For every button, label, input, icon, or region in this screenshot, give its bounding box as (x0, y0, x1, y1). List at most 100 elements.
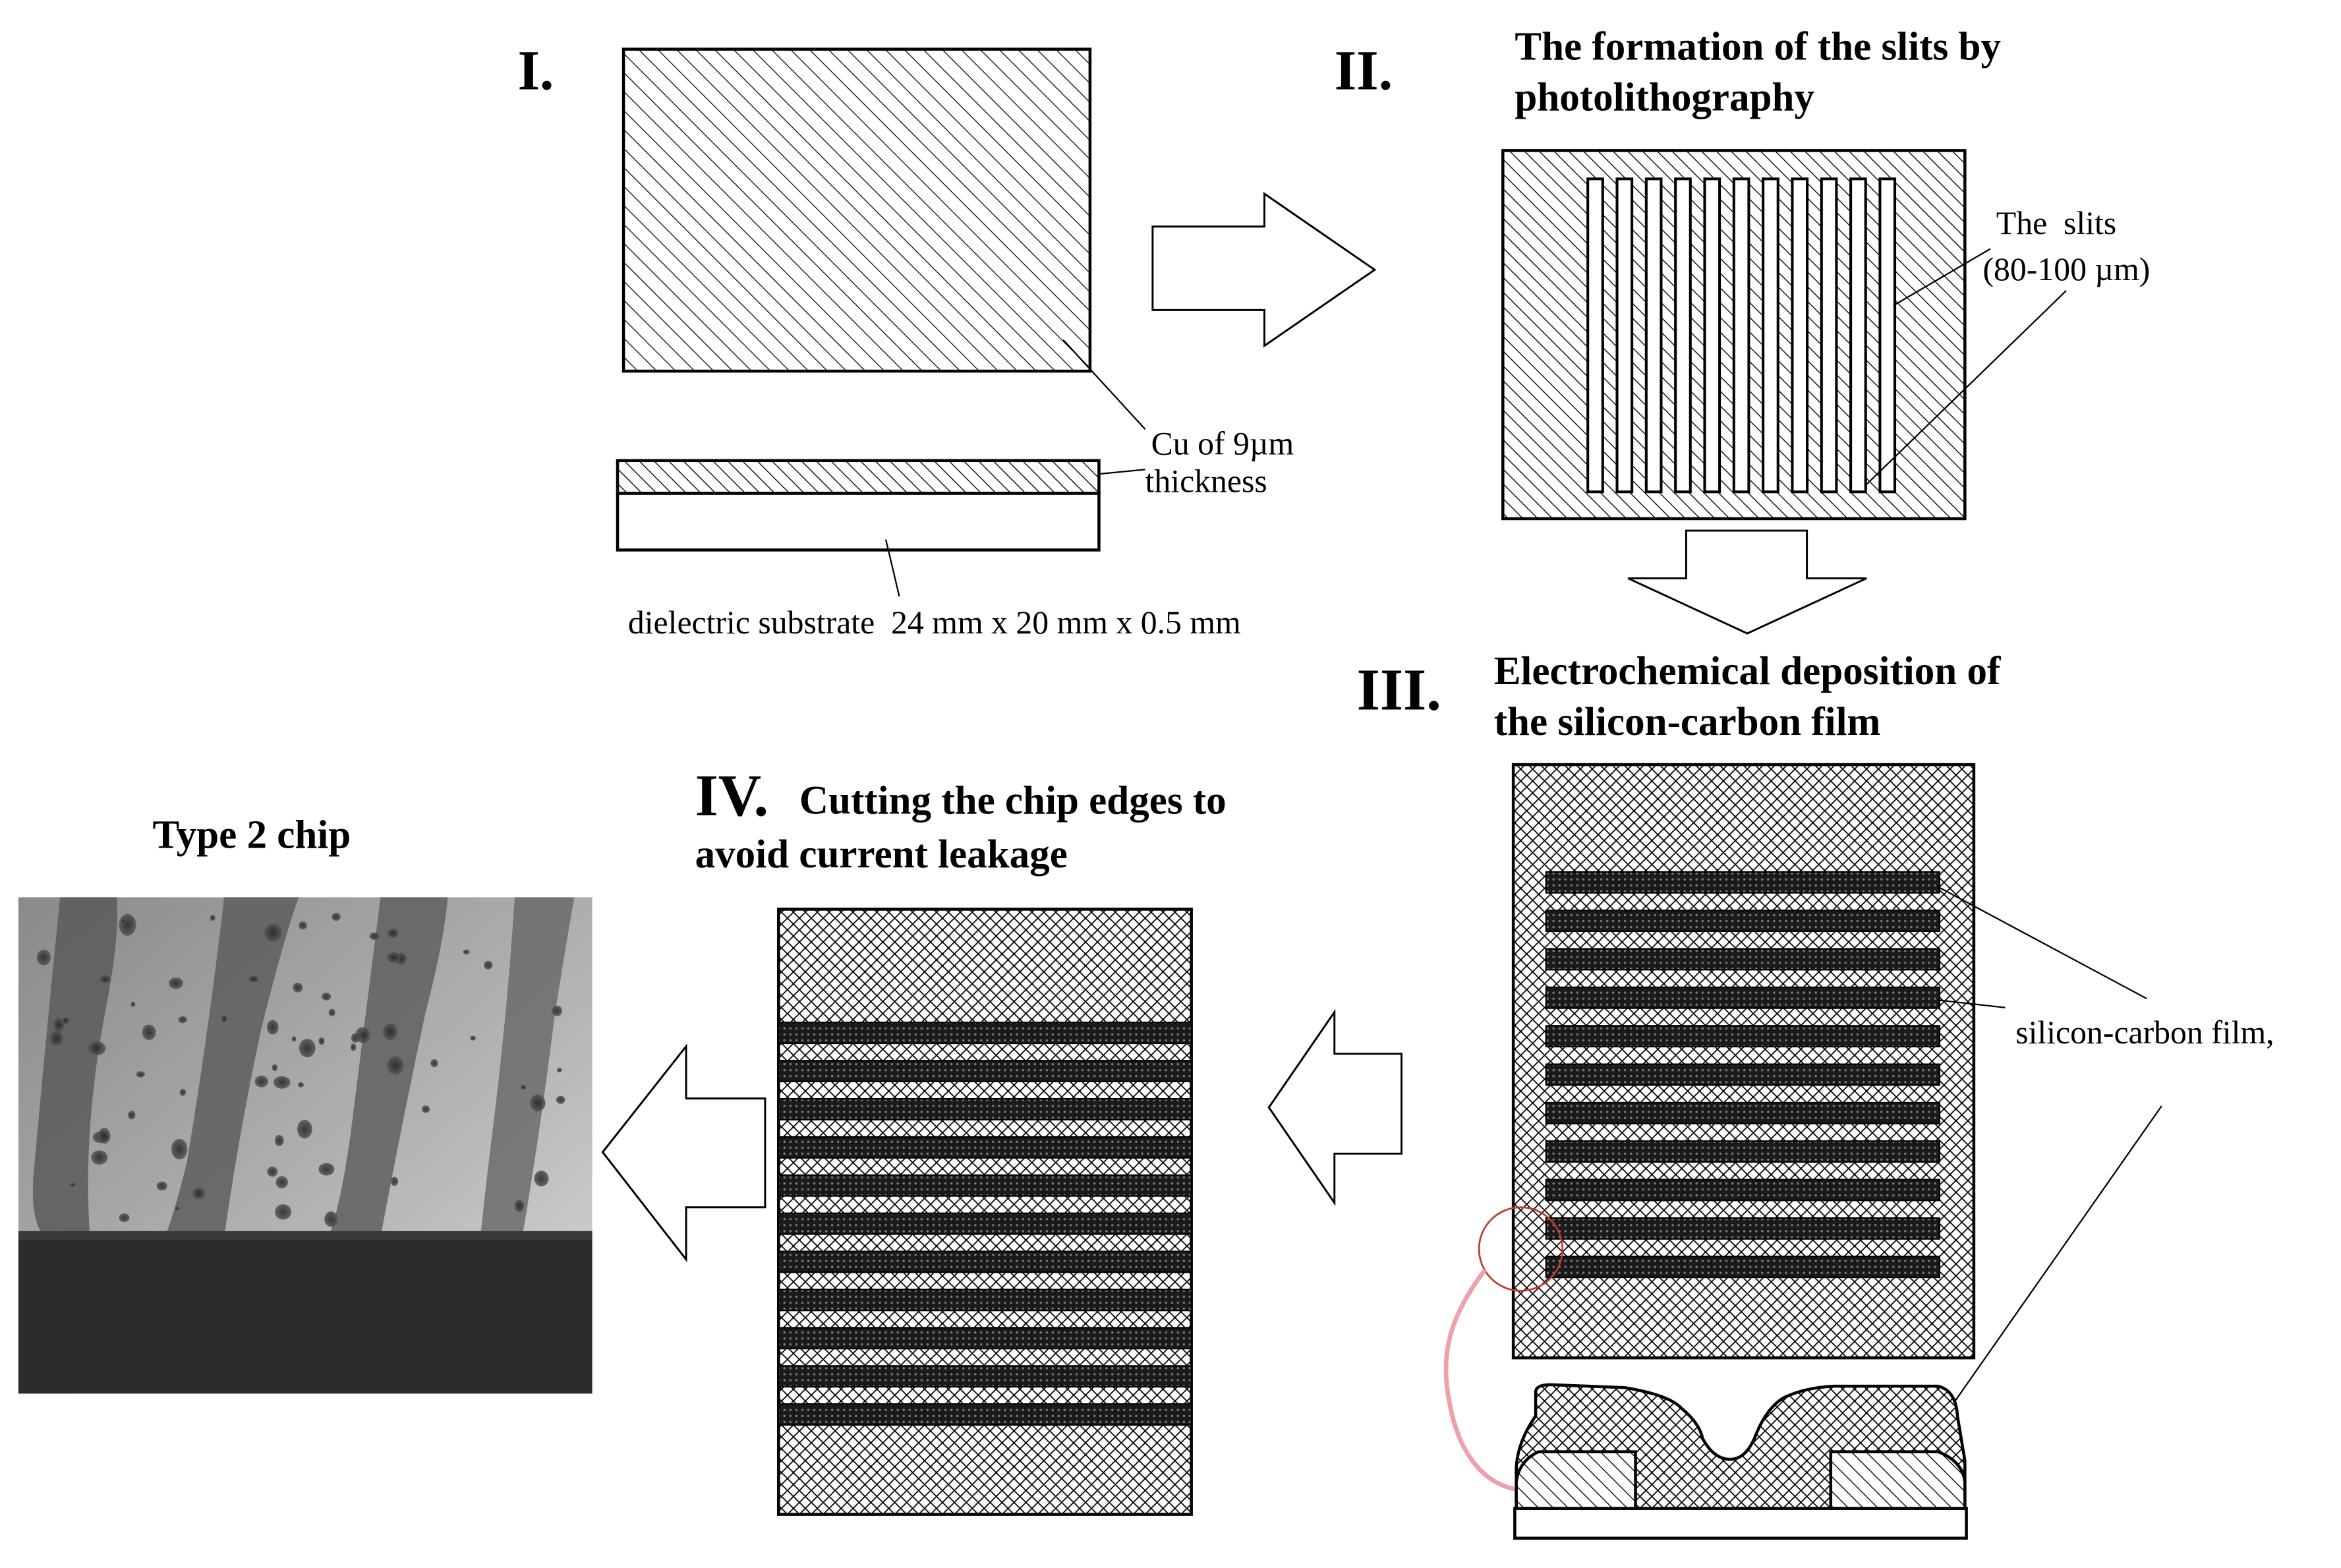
slit (1732, 177, 1750, 494)
micrograph-pit (324, 1211, 338, 1227)
micrograph-pit (552, 1005, 563, 1016)
step-2-group (1501, 149, 2067, 521)
film-band (1545, 1025, 1941, 1048)
film-band (1545, 910, 1941, 933)
film-leader-line-2 (1938, 999, 2006, 1008)
micrograph-pit (128, 1111, 136, 1120)
step-3-title-line2: the silicon-carbon film (1494, 700, 1881, 744)
cross-section-cu-right (1829, 1450, 1967, 1510)
film-band (778, 1174, 1192, 1197)
micrograph-pit (421, 1105, 430, 1113)
step-1-numeral: I. (518, 39, 554, 102)
micrograph-pit (98, 1128, 111, 1144)
micrograph-pit (175, 1206, 180, 1211)
micrograph-pit (520, 1085, 527, 1089)
film-band (1545, 986, 1941, 1009)
film-band (778, 1250, 1192, 1273)
copper-foil-top-view (621, 47, 1092, 373)
micrograph-pit (350, 1043, 357, 1051)
film-band (778, 1365, 1192, 1388)
micrograph-pit (88, 1041, 106, 1056)
result-title: Type 2 chip (152, 813, 351, 857)
film-bands-step3 (1545, 871, 1941, 1279)
micrograph-pit (275, 1176, 289, 1189)
micrograph-pit (70, 1182, 76, 1187)
film-label: silicon-carbon film, (2015, 1014, 2274, 1051)
slits-label-line2: (80-100 µm) (1982, 251, 2150, 287)
micrograph-pit (332, 912, 341, 921)
micrograph-pit (369, 932, 380, 941)
micrograph-pit (156, 1181, 167, 1191)
micrograph-pit (267, 1167, 278, 1177)
micrograph-pit (297, 1119, 312, 1139)
micrograph-pit (130, 1001, 136, 1007)
step-3-numeral: III. (1357, 656, 1441, 722)
slit (1703, 177, 1721, 494)
micrograph-pit (53, 1018, 65, 1032)
film-band (778, 1022, 1192, 1045)
micrograph-pit (221, 1015, 227, 1022)
slit (1878, 177, 1897, 494)
micrograph-pit (210, 915, 216, 921)
micrograph-pit (274, 1076, 291, 1089)
substrate-leader-line (884, 539, 900, 596)
micrograph-pit (275, 1204, 291, 1220)
micrograph-pit (36, 949, 51, 966)
micrograph-pit (100, 975, 111, 983)
micrograph-pit (390, 1176, 399, 1186)
film-band (778, 1060, 1192, 1083)
micrograph-pit (355, 1027, 370, 1043)
cu-label-line1: Cu of 9µm (1151, 426, 1294, 462)
step-1-group (616, 47, 1146, 596)
micrograph-pit (272, 1064, 278, 1072)
micrograph-pit (179, 1088, 187, 1096)
micrograph-pit (463, 949, 470, 954)
slit (1644, 177, 1663, 494)
micrograph-pit (274, 1134, 284, 1147)
micrograph-pit (297, 1082, 304, 1088)
slit (1615, 177, 1634, 494)
film-leader-line-1 (1938, 886, 2147, 1000)
slits-leader-line-1 (1893, 248, 1991, 306)
micrograph-pit (291, 1036, 297, 1042)
micrograph-pit (382, 1023, 398, 1041)
micrograph-pit (178, 1016, 187, 1024)
cu-leader-line-2 (1099, 469, 1145, 475)
micrograph-pit (119, 1213, 130, 1223)
step-3-group (1443, 763, 2162, 1540)
slits-label-line1: The slits (1996, 205, 2116, 241)
micrograph-pit (328, 1008, 335, 1017)
micrograph-pit (49, 1030, 64, 1046)
slit (1849, 177, 1867, 494)
micrograph-pit (91, 1150, 108, 1165)
micrograph-groove-4 (480, 897, 575, 1237)
micrograph-groove-1 (32, 897, 117, 1237)
micrograph-pit (136, 1071, 145, 1078)
micrograph-pit (254, 1076, 268, 1088)
type2-chip-micrograph (18, 897, 592, 1394)
step-4-group (776, 908, 1193, 1516)
cu-leader-line-1 (1062, 339, 1146, 430)
step-3-title-line1: Electrochemical deposition of (1494, 649, 2001, 693)
arrow-step3-to-step4 (1267, 1008, 1402, 1206)
micrograph-pit (192, 1187, 206, 1200)
film-band (778, 1097, 1192, 1120)
film-band (778, 1212, 1192, 1235)
micrograph-pit (318, 1037, 325, 1045)
micrograph-pit (514, 1200, 525, 1212)
micrograph-pit (120, 919, 127, 923)
micrograph-pit (430, 1059, 438, 1068)
arrow-step2-to-step3 (1627, 529, 1867, 635)
film-band (778, 1403, 1192, 1426)
film-band (1545, 948, 1941, 971)
slit (1820, 177, 1838, 494)
micrograph-pit (266, 1020, 279, 1035)
cu-label-line2: thickness (1145, 463, 1267, 499)
micrograph-pit (248, 975, 259, 983)
step-4-title-line2: avoid current leakage (695, 832, 1068, 877)
step-2-numeral: II. (1335, 39, 1393, 102)
slit (1586, 177, 1604, 494)
micrograph-pit (299, 1039, 316, 1058)
